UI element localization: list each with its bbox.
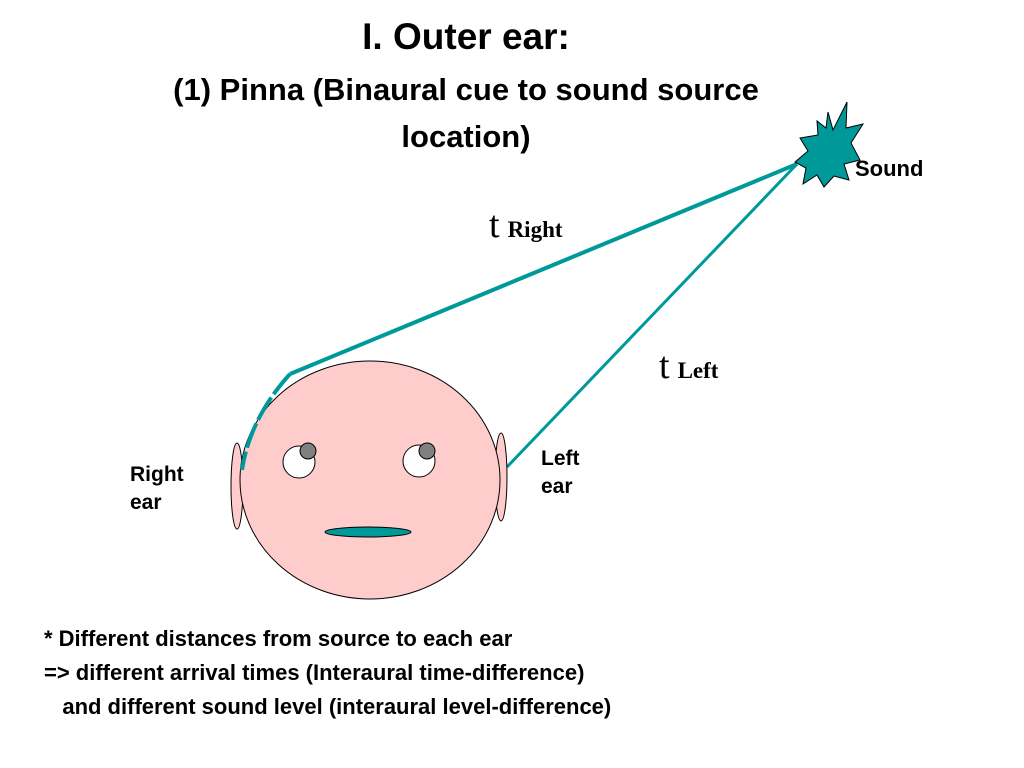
note-line-2: => different arrival times (Interaural t…: [44, 660, 585, 685]
starburst-icon: [794, 101, 865, 188]
mouth: [324, 526, 412, 538]
head: [239, 360, 501, 600]
note-line-1: * Different distances from source to eac…: [44, 626, 513, 651]
path-to-left-ear: [505, 162, 799, 469]
note-line-3: and different sound level (interaural le…: [44, 694, 612, 719]
left-ear-label-line-2: ear: [541, 475, 573, 498]
right-ear-label-line-2: ear: [130, 491, 162, 514]
sound-label: Sound: [855, 156, 924, 181]
t-right-label: t Right: [489, 203, 563, 247]
left-ear-label-line-1: Left: [541, 447, 580, 470]
right-ear-label-line-1: Right: [130, 463, 184, 486]
t-right-symbol: t: [489, 204, 500, 246]
notes: * Different distances from source to eac…: [44, 622, 611, 724]
slide-title: I. Outer ear:: [362, 16, 570, 57]
t-left-subscript: Left: [677, 358, 719, 383]
slide-subtitle-line-2: location): [401, 119, 531, 154]
slide-subtitle-line-1: (1) Pinna (Binaural cue to sound source: [173, 72, 759, 107]
t-left-symbol: t: [659, 345, 670, 387]
path-to-right-ear: [289, 162, 798, 376]
left-ear-label: Left ear: [541, 445, 580, 501]
t-right-subscript: Right: [507, 217, 563, 242]
right-ear-label: Right ear: [130, 461, 184, 517]
path-around-head: [240, 372, 292, 471]
left-pupil: [418, 442, 436, 460]
t-left-label: t Left: [659, 344, 718, 388]
right-pupil: [299, 442, 317, 460]
